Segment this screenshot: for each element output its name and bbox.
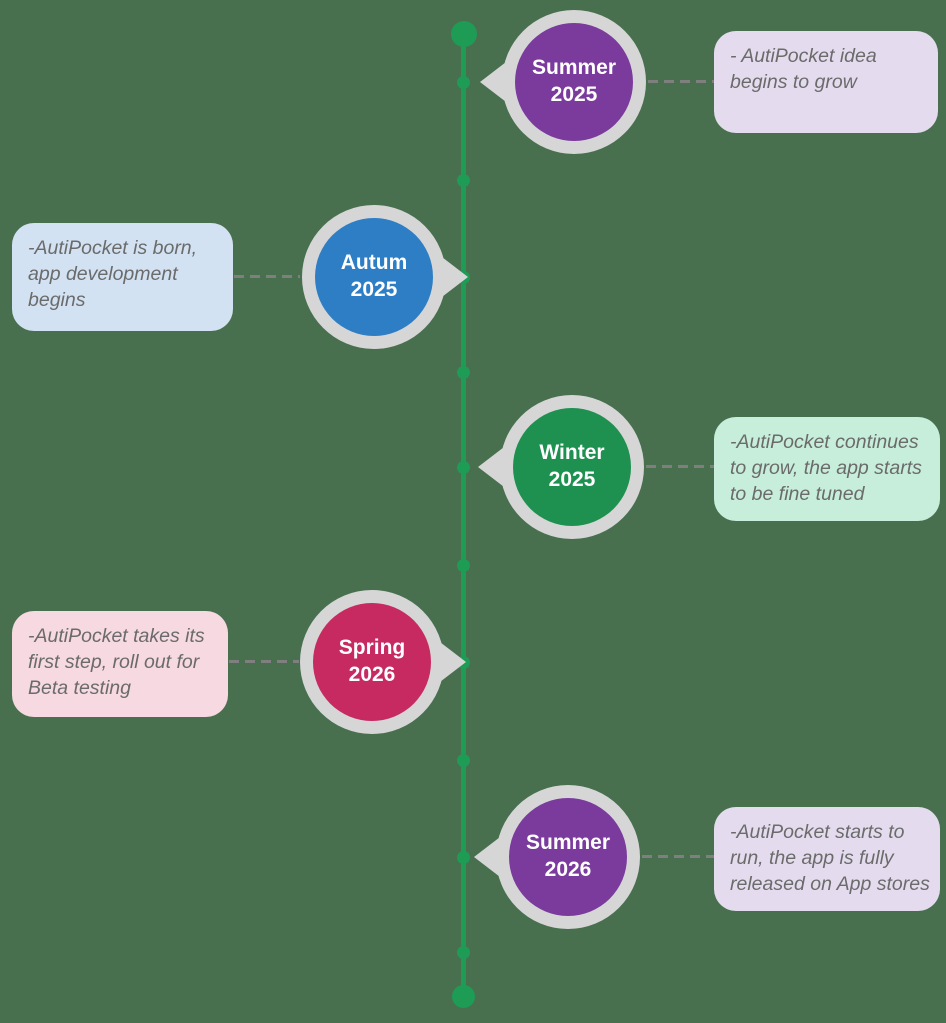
milestone-circle: Spring 2026 — [313, 603, 431, 721]
timeline-node-dot — [457, 851, 470, 864]
milestone-note-box: -AutiPocket takes its first step, roll o… — [12, 611, 228, 717]
milestone-year: 2025 — [350, 278, 398, 301]
milestone-note-text: -AutiPocket takes its first step, roll o… — [28, 625, 205, 699]
milestone-label: Autum 2025 — [341, 250, 408, 304]
milestone-circle: Summer 2026 — [509, 798, 627, 916]
timeline-node-dot — [457, 461, 470, 474]
milestone-note-box: - AutiPocket idea begins to grow — [714, 31, 938, 133]
timeline-mid-dot — [457, 559, 470, 572]
milestone-season: Summer — [531, 56, 617, 80]
connector-dashed-line — [234, 275, 300, 278]
milestone-note-box: -AutiPocket is born, app development beg… — [12, 223, 233, 331]
milestone-note-text: -AutiPocket is born, app development beg… — [28, 237, 198, 311]
milestone-circle: Summer 2025 — [515, 23, 633, 141]
connector-dashed-line — [646, 465, 714, 468]
milestone-label: Summer 2025 — [532, 55, 616, 109]
milestone-season: Spring — [338, 636, 406, 660]
connector-dashed-line — [229, 660, 299, 663]
milestone-label: Spring 2026 — [339, 635, 406, 689]
milestone-circle: Autum 2025 — [315, 218, 433, 336]
milestone-bubble-autum-2025: Autum 2025 — [302, 205, 446, 349]
milestone-note-box: -AutiPocket continues to grow, the app s… — [714, 417, 940, 521]
milestone-note-box: -AutiPocket starts to run, the app is fu… — [714, 807, 940, 911]
milestone-label: Summer 2026 — [526, 830, 610, 884]
milestone-season: Winter — [539, 441, 605, 465]
milestone-year: 2025 — [548, 468, 596, 491]
milestone-year: 2026 — [348, 663, 396, 686]
milestone-circle: Winter 2025 — [513, 408, 631, 526]
timeline-mid-dot — [457, 946, 470, 959]
milestone-bubble-spring-2026: Spring 2026 — [300, 590, 444, 734]
milestone-label: Winter 2025 — [539, 440, 604, 494]
timeline-mid-dot — [457, 754, 470, 767]
milestone-bubble-summer-2026: Summer 2026 — [496, 785, 640, 929]
milestone-season: Autum — [340, 251, 408, 275]
timeline-line — [461, 34, 466, 997]
connector-dashed-line — [648, 80, 714, 83]
milestone-note-text: - AutiPocket idea begins to grow — [730, 45, 877, 93]
timeline-mid-dot — [457, 174, 470, 187]
milestone-note-text: -AutiPocket continues to grow, the app s… — [730, 431, 922, 505]
timeline-end-marker — [452, 985, 475, 1008]
milestone-bubble-winter-2025: Winter 2025 — [500, 395, 644, 539]
timeline-mid-dot — [457, 366, 470, 379]
connector-dashed-line — [642, 855, 714, 858]
milestone-season: Summer — [525, 831, 611, 855]
timeline-node-dot — [457, 76, 470, 89]
milestone-bubble-summer-2025: Summer 2025 — [502, 10, 646, 154]
timeline-start-marker — [451, 21, 477, 47]
milestone-year: 2026 — [544, 858, 592, 881]
milestone-note-text: -AutiPocket starts to run, the app is fu… — [730, 821, 930, 895]
milestone-year: 2025 — [550, 83, 598, 106]
